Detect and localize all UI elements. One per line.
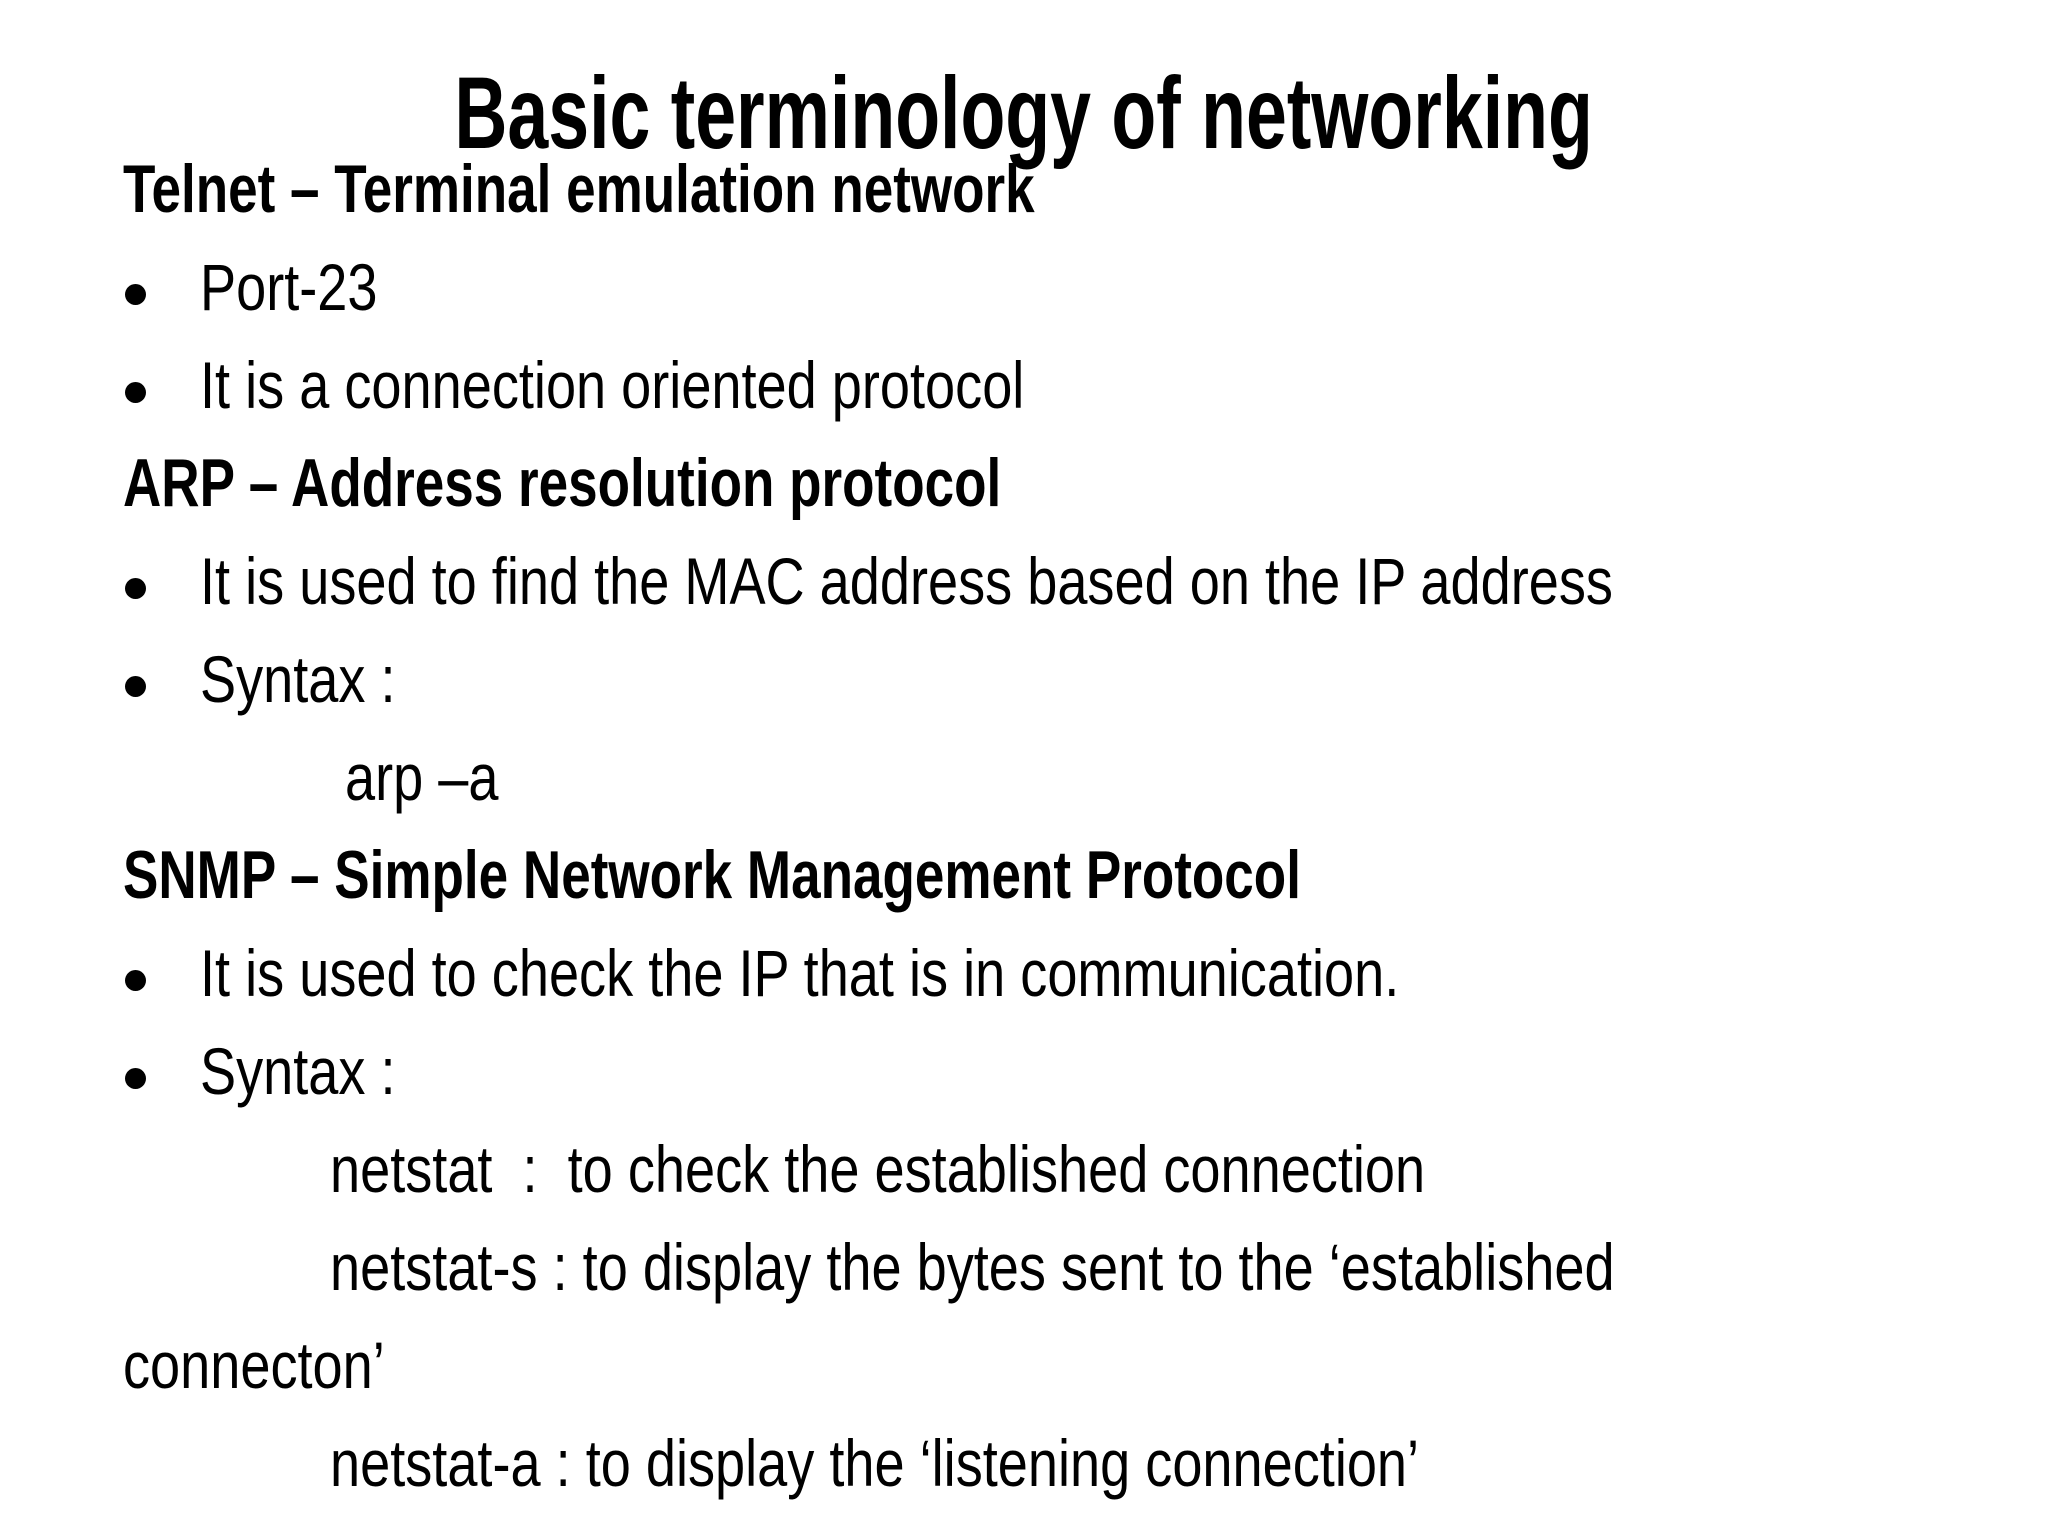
slide-title-text: Basic terminology of networking <box>454 55 1594 170</box>
code-netstat-s-text: netstat-s : to display the bytes sent to… <box>330 1230 1615 1304</box>
bullet-icon <box>125 969 146 991</box>
heading-telnet-text: Telnet – Terminal emulation network <box>123 151 1035 227</box>
bullet-connection-oriented: It is a connection oriented protocol <box>0 336 2048 434</box>
code-arp-a-text: arp –a <box>345 740 499 814</box>
bullet-arp-find-mac-text: It is used to find the MAC address based… <box>200 544 1613 618</box>
heading-snmp: SNMP – Simple Network Management Protoco… <box>0 826 2048 924</box>
heading-telnet: Telnet – Terminal emulation network <box>0 140 2048 238</box>
bullet-icon <box>125 577 146 599</box>
bullet-snmp-check-ip-text: It is used to check the IP that is in co… <box>200 936 1400 1010</box>
code-arp-a: arp –a <box>0 728 2048 826</box>
code-netstat-s-wrap-text: connecton’ <box>123 1328 385 1402</box>
slide-title: Basic terminology of networking <box>0 38 2048 188</box>
bullet-icon <box>125 283 146 305</box>
bullet-snmp-syntax: Syntax : <box>0 1022 2048 1120</box>
code-netstat-a-text: netstat-a : to display the ‘listening co… <box>330 1426 1420 1500</box>
code-netstat-s-wrap: connecton’ <box>0 1316 2048 1414</box>
code-netstat-a: netstat-a : to display the ‘listening co… <box>0 1414 2048 1512</box>
code-netstat-text: netstat : to check the established conne… <box>330 1132 1426 1206</box>
bullet-icon <box>125 1067 146 1089</box>
bullet-arp-find-mac: It is used to find the MAC address based… <box>0 532 2048 630</box>
heading-arp-text: ARP – Address resolution protocol <box>123 445 1002 521</box>
bullet-arp-syntax: Syntax : <box>0 630 2048 728</box>
bullet-port-23-text: Port-23 <box>200 250 378 324</box>
heading-arp: ARP – Address resolution protocol <box>0 434 2048 532</box>
bullet-snmp-check-ip: It is used to check the IP that is in co… <box>0 924 2048 1022</box>
bullet-port-23: Port-23 <box>0 238 2048 336</box>
code-netstat-s: netstat-s : to display the bytes sent to… <box>0 1218 2048 1316</box>
bullet-connection-oriented-text: It is a connection oriented protocol <box>200 348 1025 422</box>
heading-snmp-text: SNMP – Simple Network Management Protoco… <box>123 837 1301 913</box>
bullet-arp-syntax-text: Syntax : <box>200 642 396 716</box>
bullet-snmp-syntax-text: Syntax : <box>200 1034 396 1108</box>
code-netstat: netstat : to check the established conne… <box>0 1120 2048 1218</box>
bullet-icon <box>125 381 146 403</box>
bullet-icon <box>125 675 146 697</box>
